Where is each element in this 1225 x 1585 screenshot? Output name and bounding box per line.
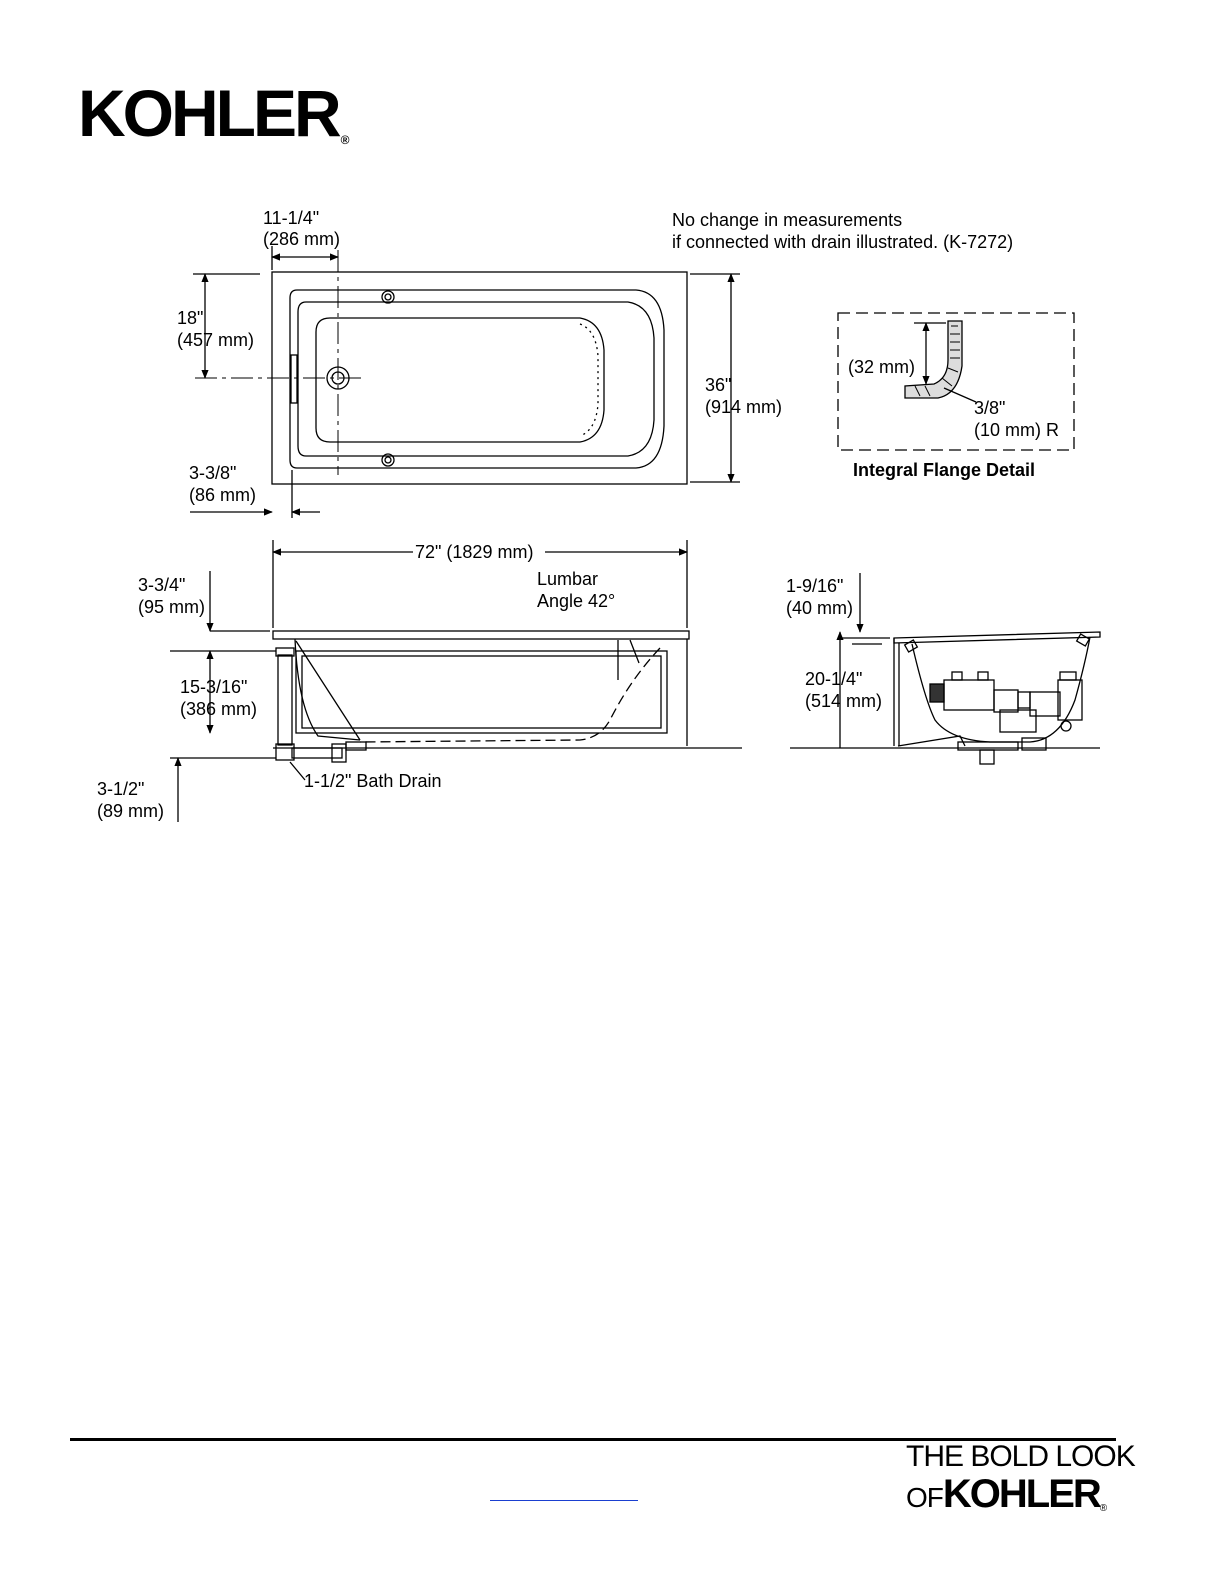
end-view: [790, 573, 1101, 765]
edge-in: 3-3/8": [189, 463, 236, 483]
bath-drain-label: 1-1/2" Bath Drain: [304, 771, 441, 791]
depth-in: 15-3/16": [180, 677, 247, 697]
kohler-logo: KOHLER®: [78, 80, 350, 146]
tub-height-in: 20-1/4": [805, 669, 862, 689]
drain-height-mm: (89 mm): [97, 801, 164, 821]
drain-pipe: [277, 654, 293, 746]
note-line1: No change in measurements: [672, 210, 902, 230]
end-rim: [893, 631, 1101, 644]
end-base-wedge: [897, 735, 966, 747]
flange-height-in: 1-9/16": [786, 576, 843, 596]
depth-mm: (386 mm): [180, 699, 257, 719]
flange-radius-in: 3/8": [974, 398, 1005, 418]
logo-registered-mark: ®: [340, 133, 350, 147]
side-view: [170, 540, 742, 822]
top-view-labels: 11-1/4" (286 mm) 18" (457 mm) 36" (914 m…: [177, 208, 1013, 505]
end-jet-left: [903, 639, 919, 653]
basin-outline: [315, 317, 605, 443]
tagline-brand: KOHLER: [942, 1472, 1102, 1516]
rim-mm: (95 mm): [138, 597, 205, 617]
drain-offset-mm: (286 mm): [263, 229, 340, 249]
tub-outline: [271, 271, 688, 485]
tub-width-mm: (914 mm): [705, 397, 782, 417]
jet-bottom: [381, 453, 395, 467]
end-view-labels: 1-9/16" (40 mm) 20-1/4" (514 mm): [786, 576, 882, 711]
rim-in: 3-3/4": [138, 575, 185, 595]
tub-rim: [272, 630, 690, 640]
footer-rule: [70, 1438, 1116, 1441]
lumbar-line: [295, 640, 361, 741]
flange-height-mm: (32 mm): [848, 357, 915, 377]
tub-height-mm: (514 mm): [805, 691, 882, 711]
flange-detail-frame: [837, 312, 1075, 451]
basin-profile-dashed: [359, 647, 661, 743]
drain-height-in: 18": [177, 308, 203, 328]
basin-curve-left: [294, 638, 361, 741]
apron-panel: [295, 650, 668, 734]
side-view-labels: 72" (1829 mm) Lumbar Angle 42° 3-3/4" (9…: [97, 542, 615, 821]
tagline-line1: THE BOLD LOOK: [906, 1440, 1136, 1473]
flange-profile: [904, 320, 963, 399]
footer-link-underline[interactable]: [490, 1500, 638, 1501]
overflow-plate: [290, 354, 298, 404]
flange-detail: [837, 312, 1075, 451]
tub-width-in: 36": [705, 375, 731, 395]
end-jet-right: [1075, 633, 1091, 647]
flange-height-mm2: (40 mm): [786, 598, 853, 618]
flange-radius-mm: (10 mm) R: [974, 420, 1059, 440]
note-line2: if connected with drain illustrated. (K-…: [672, 232, 1013, 252]
drain-height-mm: (457 mm): [177, 330, 254, 350]
tagline-line2: OFKOHLER®: [906, 1474, 1107, 1514]
tagline-registered-mark: ®: [1099, 1503, 1108, 1514]
tagline-of: OF: [906, 1482, 944, 1513]
drain-height-in: 3-1/2": [97, 779, 144, 799]
tub-deck-inner: [289, 289, 665, 469]
lumbar-line2: Angle 42°: [537, 591, 615, 611]
flange-detail-title: Integral Flange Detail: [853, 460, 1035, 480]
drain-offset-in: 11-1/4": [263, 208, 319, 228]
pump-assembly: [929, 671, 1083, 765]
flange-detail-labels: (32 mm) 3/8" (10 mm) R Integral Flange D…: [848, 357, 1059, 480]
top-view: [190, 246, 740, 518]
logo-text: KOHLER: [78, 76, 342, 150]
edge-mm: (86 mm): [189, 485, 256, 505]
jet-top: [381, 290, 395, 304]
lumbar-line1: Lumbar: [537, 569, 598, 589]
tub-length: 72" (1829 mm): [415, 542, 533, 562]
